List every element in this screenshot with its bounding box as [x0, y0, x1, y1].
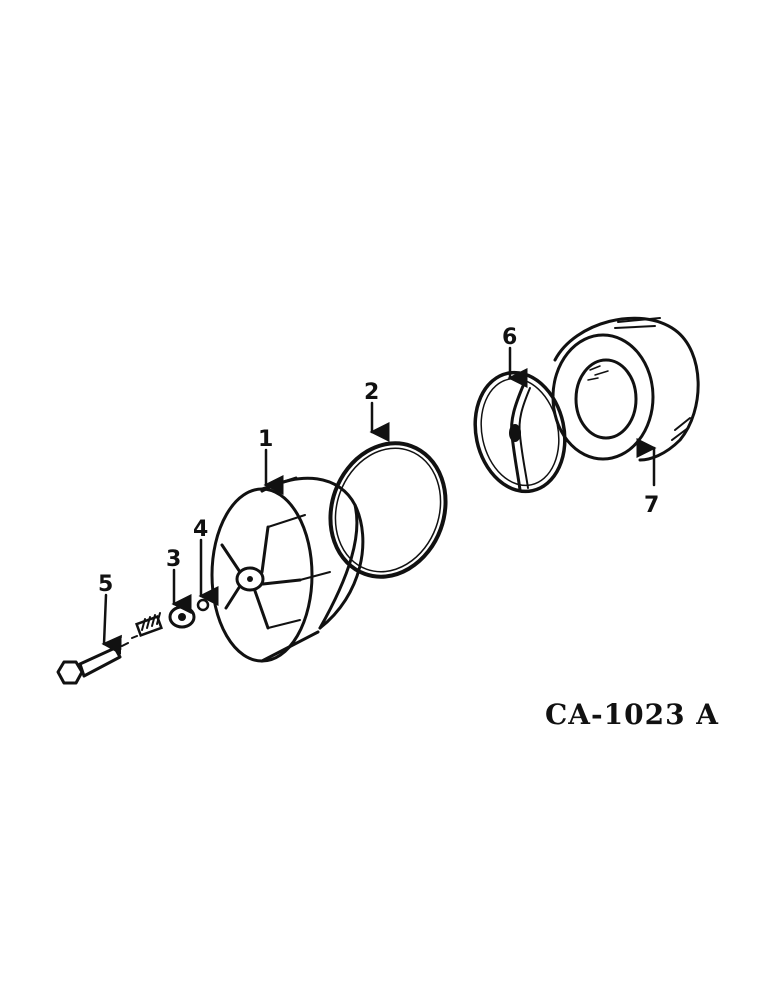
part-bolt [56, 612, 163, 685]
part-cup [210, 476, 365, 663]
drawing-code: CA-1023 A [545, 698, 719, 731]
callout-6: 6 [502, 325, 517, 350]
callout-2: 2 [364, 380, 379, 405]
part-o-ring [196, 598, 210, 612]
callout-leaders [101, 346, 657, 655]
part-gasket [328, 441, 448, 579]
callout-4: 4 [193, 517, 208, 542]
part-retainer [473, 370, 567, 494]
callout-1: 1 [258, 427, 273, 452]
callout-7: 7 [644, 493, 659, 518]
part-filter-element [551, 316, 700, 462]
part-washer [168, 605, 196, 629]
callout-3: 3 [166, 547, 181, 572]
callout-5: 5 [98, 572, 113, 597]
